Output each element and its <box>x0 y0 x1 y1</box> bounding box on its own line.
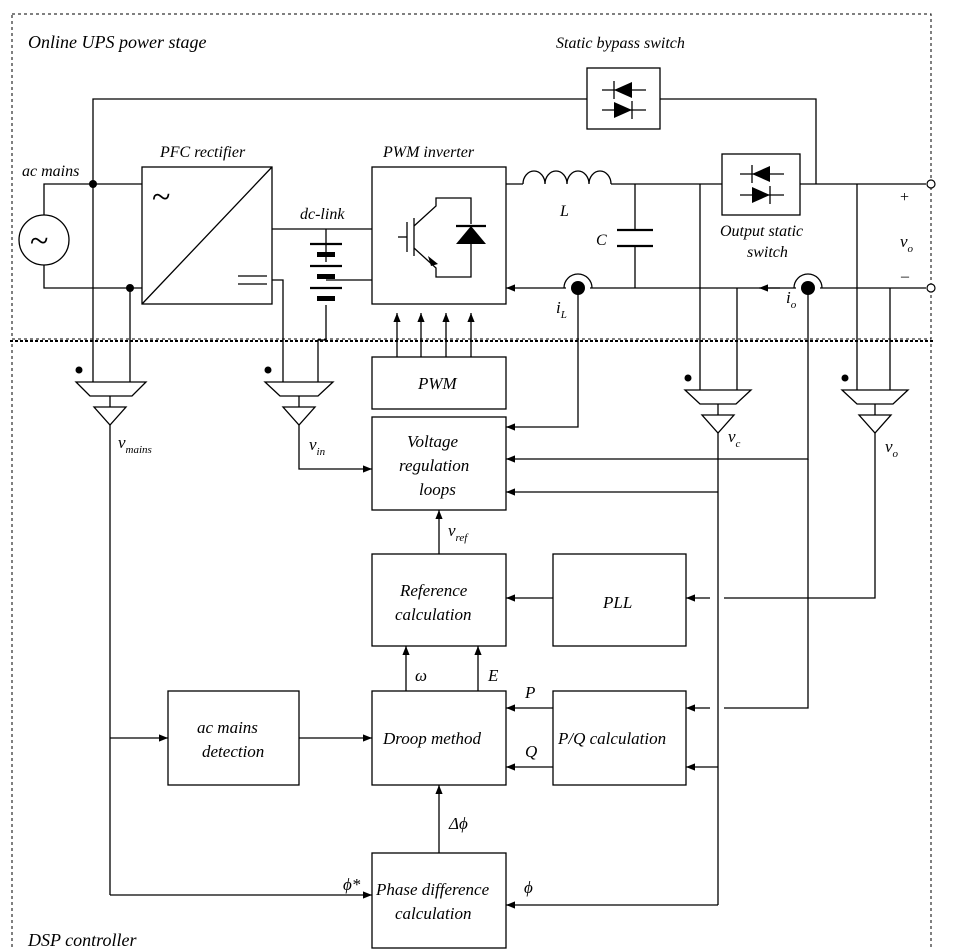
phase-label-2: calculation <box>395 904 471 923</box>
capacitor-label: C <box>596 232 607 249</box>
output-plus-label: + <box>900 189 909 206</box>
output-static-switch <box>721 153 801 216</box>
current-io-label: io <box>786 288 797 311</box>
vo-feedback-wire <box>724 433 876 599</box>
output-minus-label: – <box>900 268 910 285</box>
mains-bottom-wire <box>43 265 142 289</box>
v-c-label: vc <box>728 427 741 450</box>
e-label: E <box>487 666 499 685</box>
v-in-sensor <box>263 366 335 426</box>
v-o-sensor <box>840 374 910 434</box>
capacitor-icon <box>617 228 653 248</box>
v-mains-sensor <box>74 366 148 426</box>
v-c-sensor <box>683 374 753 434</box>
v-in-label: vin <box>309 435 326 458</box>
inductor-icon <box>522 170 612 185</box>
pfc-dc-symbol <box>238 275 267 285</box>
vin-feedback-wire <box>298 425 372 473</box>
igbt-diode-icon <box>398 197 486 278</box>
phi-star-label: ϕ* <box>343 875 361 894</box>
omega-label: ω <box>415 666 427 685</box>
output-thyristor-icon <box>740 165 784 204</box>
pwm-inverter-label: PWM inverter <box>382 144 475 161</box>
static-bypass-label: Static bypass switch <box>556 35 685 52</box>
io-to-pq-wire <box>724 459 809 709</box>
power-stage-title: Online UPS power stage <box>28 32 206 52</box>
battery-icon <box>310 242 342 301</box>
voltage-loops-label-1: Voltage <box>407 432 458 451</box>
pwm-block <box>371 356 507 410</box>
droop-block <box>371 690 507 786</box>
bypass-wire <box>92 98 817 184</box>
v-mains-label: vmains <box>118 433 152 456</box>
bypass-thyristor-icon <box>602 81 646 119</box>
dc-link-wire-bottom <box>272 279 372 382</box>
v-mains-sense-wires <box>92 184 131 382</box>
v-o-label: vo <box>885 437 899 460</box>
voltage-loops-block <box>371 416 507 511</box>
pfc-diagonal <box>141 166 273 305</box>
delta-phi-label: Δϕ <box>448 814 468 833</box>
pll-block <box>552 553 687 647</box>
ac-mains-label: ac mains <box>22 163 79 180</box>
droop-label: Droop method <box>382 729 482 748</box>
voltage-loops-label-2: regulation <box>399 456 469 475</box>
lc-wire <box>611 183 722 288</box>
current-il-label: iL <box>556 298 567 321</box>
q-label: Q <box>525 742 537 761</box>
ac-source-symbol: ~ <box>30 223 48 260</box>
reference-block <box>371 553 507 647</box>
phase-block <box>371 852 507 949</box>
ac-detect-label-2: detection <box>202 742 264 761</box>
dc-link-label: dc-link <box>300 206 345 223</box>
output-voltage-label: vo <box>900 232 914 255</box>
ac-detect-block <box>167 690 300 786</box>
output-switch-label-1: Output static <box>720 223 803 240</box>
pwm-inverter-block <box>371 166 507 305</box>
mains-top-wire <box>43 183 142 215</box>
pwm-block-label: PWM <box>417 374 458 393</box>
output-terminal-minus <box>926 283 936 293</box>
reference-label-2: calculation <box>395 605 471 624</box>
pfc-rectifier-label: PFC rectifier <box>159 144 246 161</box>
io-feedback-wire <box>506 288 809 463</box>
phase-label-1: Phase difference <box>375 880 490 899</box>
il-feedback-wire <box>506 288 579 431</box>
v-c-sense-wires <box>699 184 738 390</box>
phi-label: ϕ <box>524 878 533 897</box>
vref-label: vref <box>448 521 469 544</box>
controller-title: DSP controller <box>27 930 137 950</box>
dc-link-wire-top <box>272 228 372 262</box>
v-o-sense-wires <box>856 184 891 390</box>
pll-label: PLL <box>602 593 632 612</box>
output-switch-label-2: switch <box>747 244 788 261</box>
pq-label: P/Q calculation <box>557 729 666 748</box>
pq-block <box>552 690 687 786</box>
voltage-loops-label-3: loops <box>419 480 456 499</box>
controller-frame <box>11 344 932 950</box>
inductor-label: L <box>559 203 569 220</box>
p-label: P <box>524 683 535 702</box>
static-bypass-switch <box>586 67 661 130</box>
ac-detect-label-1: ac mains <box>197 718 258 737</box>
output-terminal-plus <box>926 179 936 189</box>
pfc-ac-symbol: ~ <box>152 179 170 216</box>
reference-label-1: Reference <box>399 581 468 600</box>
power-stage-frame <box>11 13 932 340</box>
